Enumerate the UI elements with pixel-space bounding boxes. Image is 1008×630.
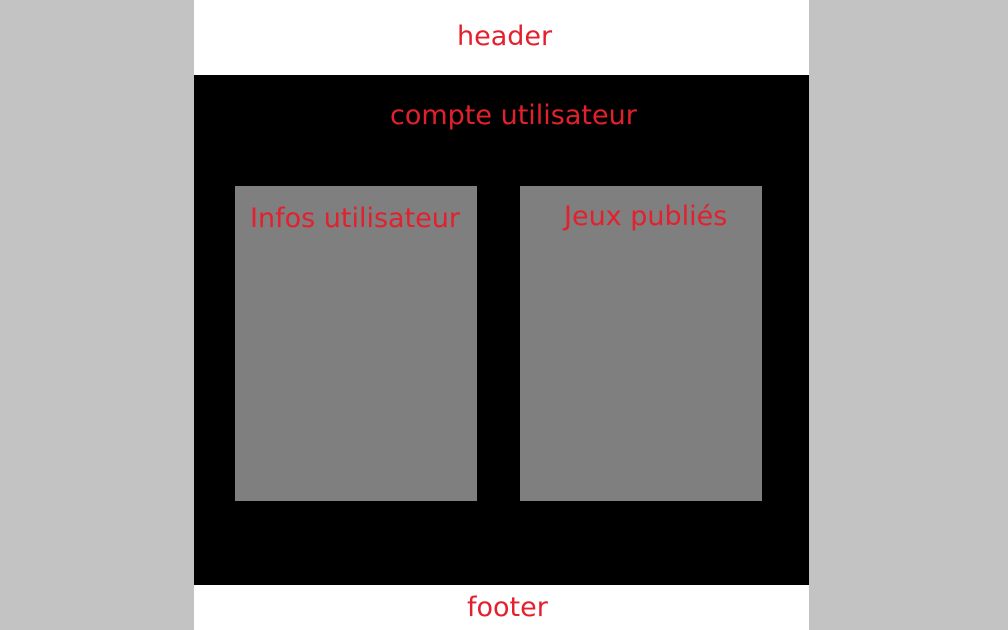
page-wireframe: header compte utilisateur Infos utilisat… — [194, 0, 809, 630]
account-title: compte utilisateur — [390, 100, 637, 131]
published-games-label: Jeux publiés — [564, 201, 728, 232]
right-margin-area — [809, 0, 1008, 630]
published-games-panel: Jeux publiés — [520, 186, 762, 501]
header-block: header — [194, 0, 809, 75]
footer-block: footer — [194, 585, 809, 630]
header-label: header — [457, 21, 553, 52]
footer-label: footer — [467, 592, 548, 623]
user-info-panel: Infos utilisateur — [235, 186, 477, 501]
user-info-label: Infos utilisateur — [250, 203, 460, 234]
left-margin-area — [0, 0, 194, 630]
account-block: compte utilisateur Infos utilisateur Jeu… — [194, 75, 809, 585]
